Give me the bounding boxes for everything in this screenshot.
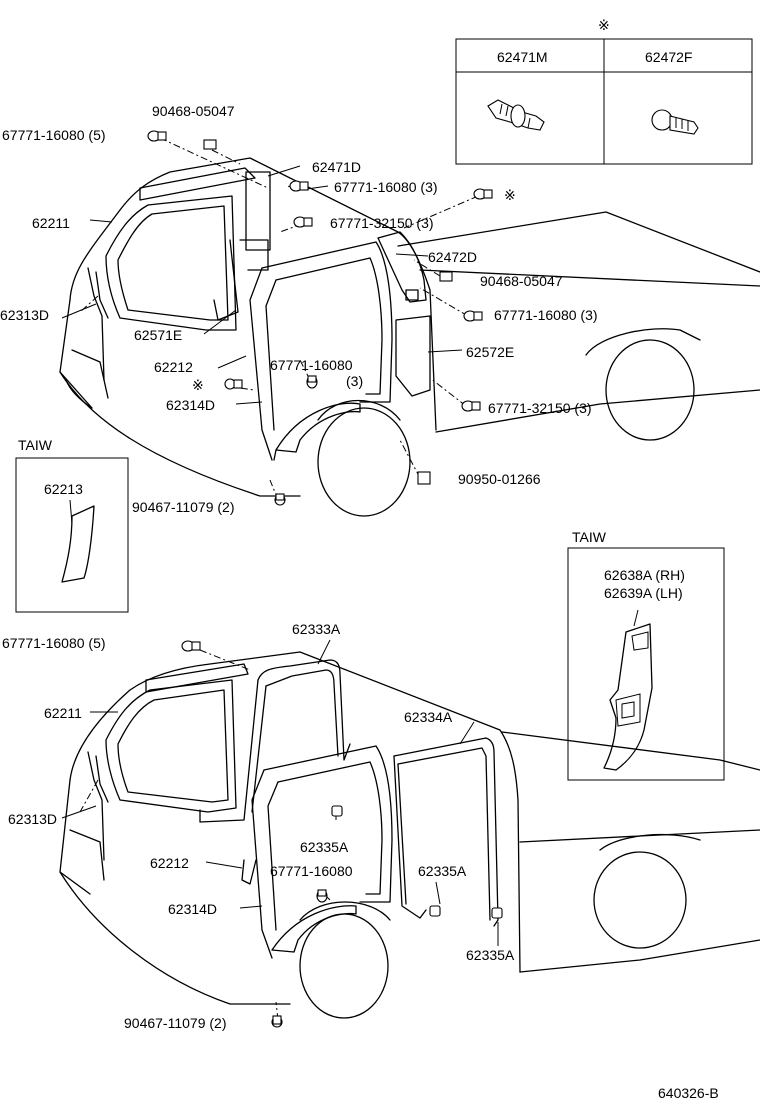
label-62213: 62213 [44,481,83,497]
label-67771-16080-5-b: 67771-16080 (5) [2,635,106,651]
label-62335a-c: 62335A [466,947,515,963]
label-62212: 62212 [154,359,193,375]
label-62335a: 62335A [300,839,349,855]
clip-icon [203,139,217,150]
clip-icon [473,188,493,200]
label-90467-11079-2: 90467-11079 (2) [132,499,234,515]
label-67771-16080: 67771-16080 [270,357,353,373]
clip-icon [289,180,309,192]
note-marker-top: ※ [504,187,516,203]
label-90950-01266: 90950-01266 [458,471,541,487]
vehicle-top: 90468-05047 67771-16080 (5) 62471D 67771… [0,103,760,517]
label-62313d: 62313D [0,307,49,323]
clip-icon [293,216,313,228]
clip-62472f-icon [651,109,699,135]
label-62333a: 62333A [292,621,341,637]
label-67771-16080-3-b: 67771-16080 (3) [494,307,598,323]
label-62471d: 62471D [312,159,361,175]
label-67771-16080-5: 67771-16080 (5) [2,127,106,143]
label-62572e: 62572E [466,344,514,360]
retainer-icon [429,905,441,917]
label-62212-b: 62212 [150,855,189,871]
label-qty-3: (3) [346,373,363,389]
inset-taiw-right: TAIW 62638A (RH) 62639A (LH) [567,529,725,781]
retainer-icon [491,907,503,919]
legend-col-62472f: 62472F [645,49,692,65]
note-marker: ※ [598,17,610,33]
label-62335a-b: 62335A [418,863,467,879]
label-90467-11079-2-b: 90467-11079 (2) [124,1015,226,1031]
clip-62471m-icon [487,99,545,131]
retainer-icon [331,805,343,817]
clip-icon [439,271,453,282]
label-90468-05047-b: 90468-05047 [480,273,563,289]
clip-icon [463,310,483,322]
label-62639a-lh: 62639A (LH) [604,585,683,601]
clip-icon [181,640,201,652]
label-67771-16080-3: 67771-16080 (3) [334,179,438,195]
label-67771-32150-3-b: 67771-32150 (3) [488,400,592,416]
figure-code: 640326-B [658,1085,719,1101]
clip-icon [224,378,243,390]
legend-table: ※ 62471M 62472F [455,17,753,165]
note-marker-mid: ※ [192,377,204,393]
label-90468-05047: 90468-05047 [152,103,235,119]
vehicle-bottom: 67771-16080 (5) 62333A 62211 62334A 6231… [2,621,760,1031]
clip-icon [417,471,431,485]
label-67771-16080-b: 67771-16080 [270,863,353,879]
label-62314d: 62314D [166,397,215,413]
label-62638a-rh: 62638A (RH) [604,567,685,583]
label-62211: 62211 [32,215,70,231]
inset-left-label: TAIW [18,437,53,453]
label-62211-b: 62211 [44,705,82,721]
label-62314d-b: 62314D [168,901,217,917]
label-62571e: 62571E [134,327,182,343]
legend-col-62471m: 62471M [497,49,548,65]
label-67771-32150-3: 67771-32150 (3) [330,215,434,231]
trim-62213-icon [61,505,95,583]
clip-icon [306,375,318,389]
clip-icon [274,493,286,506]
clip-icon [147,130,167,142]
clip-icon [461,400,481,412]
inset-taiw-left: TAIW 62213 [15,437,129,613]
clip-icon [271,1015,283,1028]
label-62472d: 62472D [428,249,477,265]
inset-right-label: TAIW [572,529,607,545]
label-62313d-b: 62313D [8,811,57,827]
clip-icon [316,889,328,903]
label-62334a: 62334A [404,709,453,725]
